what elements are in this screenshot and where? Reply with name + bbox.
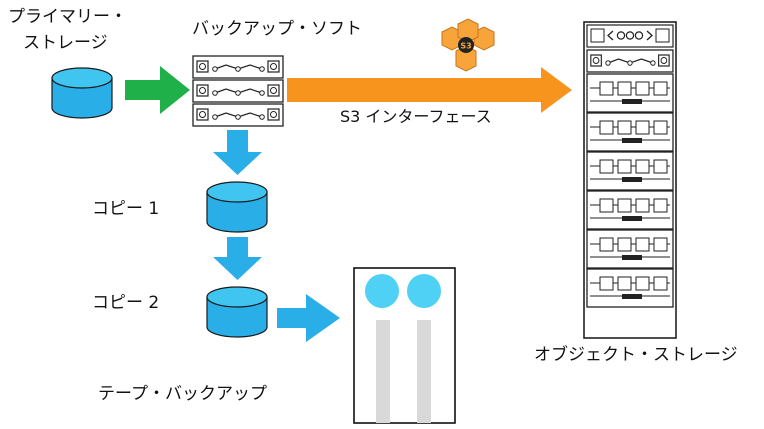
- tape-cartridge-icon: [353, 267, 456, 424]
- copy2-label: コピー 2: [92, 293, 160, 313]
- blue-arrow-right: [277, 294, 340, 342]
- primary-storage-icon: [51, 67, 113, 119]
- blue-arrow-down-1: [213, 130, 262, 175]
- primary-storage-label-line2: ストレージ: [23, 33, 108, 53]
- aws-s3-icon: S3: [441, 18, 495, 72]
- tape-backup-label: テープ・バックアップ: [98, 384, 267, 404]
- s3-interface-label: S3 インターフェース: [340, 107, 492, 126]
- primary-storage-label-line1: プライマリー・: [8, 7, 127, 27]
- object-storage-label: オブジェクト・ストレージ: [534, 345, 738, 365]
- copy1-cylinder-icon: [206, 181, 268, 233]
- copy2-cylinder-icon: [206, 286, 268, 338]
- copy1-label: コピー 1: [92, 199, 160, 219]
- object-storage-rack-icon: [583, 21, 677, 339]
- backup-software-label: バックアップ・ソフト: [192, 19, 362, 39]
- green-arrow: [125, 66, 190, 114]
- blue-arrow-down-2: [213, 237, 262, 280]
- backup-server-icon: [192, 55, 284, 127]
- s3-badge: S3: [460, 42, 471, 51]
- orange-arrow: [287, 67, 572, 113]
